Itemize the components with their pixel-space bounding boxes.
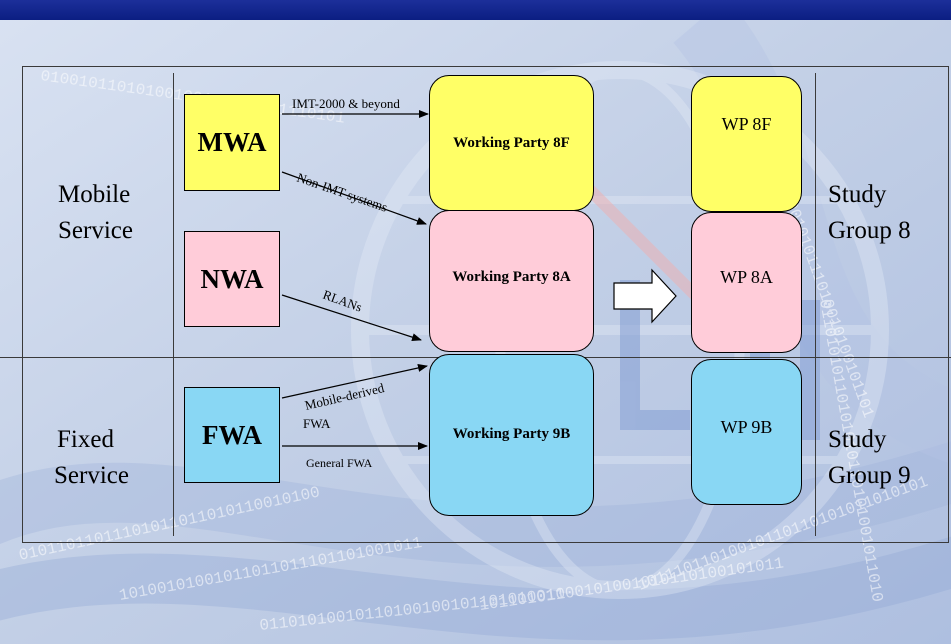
transition-arrow xyxy=(613,268,677,324)
sg9-line2: Group 9 xyxy=(828,462,911,489)
wp-8f-short-box: WP 8F xyxy=(691,76,802,212)
title-bar xyxy=(0,0,951,20)
wp-8a-box: Working Party 8A xyxy=(429,210,594,352)
wp-8a-short-label: WP 8A xyxy=(720,267,773,287)
mobile-derived-label-2: FWA xyxy=(303,416,331,431)
wp-9b-box: Working Party 9B xyxy=(429,354,594,516)
sg8-line2: Group 8 xyxy=(828,217,911,244)
nwa-label: NWA xyxy=(200,263,264,294)
non-imt-arrow xyxy=(281,171,427,225)
wp-8a-short-box: WP 8A xyxy=(691,212,802,353)
non-imt-label: Non-IMT systems xyxy=(295,170,389,215)
mobile-derived-arrow xyxy=(281,364,428,399)
wp-9b-short-label: WP 9B xyxy=(720,416,773,437)
mobile-derived-label: Mobile-derived xyxy=(303,380,386,413)
wp-9b-label: Working Party 9B xyxy=(452,425,571,442)
wp-8f-short-label: WP 8F xyxy=(721,113,772,134)
rlans-arrow xyxy=(281,294,422,342)
sg8-line1: Study xyxy=(828,181,887,208)
mobile-service-line1: Mobile xyxy=(58,181,131,208)
fixed-service-label: Fixed Service xyxy=(54,422,129,494)
wp-8f-box: Working Party 8F xyxy=(429,75,594,211)
mwa-box: MWA xyxy=(184,94,280,191)
wp-9b-short-box: WP 9B xyxy=(691,359,802,505)
fwa-label: FWA xyxy=(202,419,262,450)
mobile-service-label: Mobile Service xyxy=(58,177,133,249)
general-fwa-label: General FWA xyxy=(306,456,373,470)
study-group-9-label: Study Group 9 xyxy=(828,422,911,494)
fwa-box: FWA xyxy=(184,387,280,483)
rlans-label: RLANs xyxy=(321,287,364,315)
fixed-service-line1: Fixed xyxy=(57,426,114,453)
wp-8f-label: Working Party 8F xyxy=(453,134,570,151)
fixed-service-line2: Service xyxy=(54,462,129,489)
mwa-label: MWA xyxy=(197,127,267,157)
imt-label: IMT-2000 & beyond xyxy=(292,96,400,111)
nwa-box: NWA xyxy=(184,231,280,327)
study-group-8-label: Study Group 8 xyxy=(828,177,911,249)
wp-8a-label: Working Party 8A xyxy=(452,268,571,285)
mobile-service-line2: Service xyxy=(58,217,133,244)
sg9-line1: Study xyxy=(828,426,887,453)
